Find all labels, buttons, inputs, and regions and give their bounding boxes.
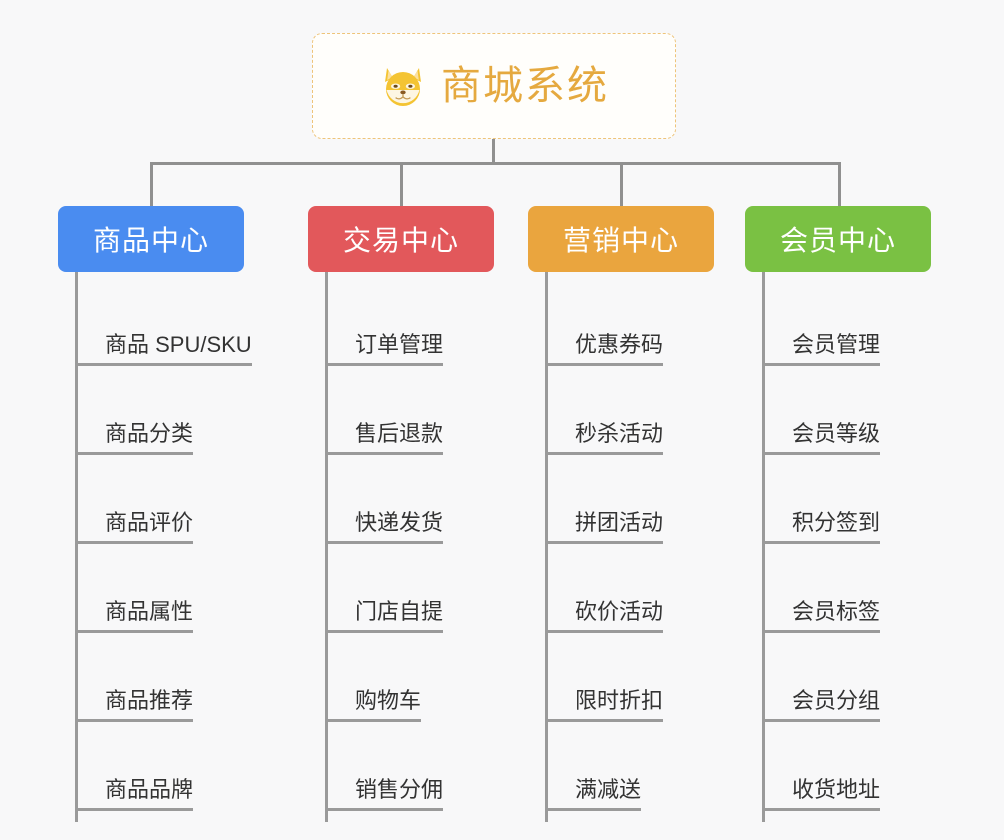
leaf-item-label: 门店自提	[325, 599, 444, 633]
column-spine-marketing-center	[545, 272, 548, 822]
leaf-item-label: 商品品牌	[75, 777, 194, 811]
category-header-trade-center[interactable]: 交易中心	[308, 206, 494, 272]
leaf-item-label: 秒杀活动	[545, 421, 664, 455]
category-header-label: 会员中心	[779, 225, 896, 256]
column-spine-product-center	[75, 272, 78, 822]
leaf-item[interactable]: 商品推荐	[75, 633, 194, 722]
connector-drop-marketing-center	[620, 162, 623, 208]
column-spine-member-center	[762, 272, 765, 822]
connector-drop-trade-center	[400, 162, 403, 208]
leaf-item[interactable]: 积分签到	[762, 455, 881, 544]
leaf-item-label: 商品 SPU/SKU	[75, 332, 252, 366]
leaf-item[interactable]: 优惠券码	[545, 277, 664, 366]
category-header-product-center[interactable]: 商品中心	[58, 206, 244, 272]
leaf-item[interactable]: 商品分类	[75, 366, 194, 455]
leaf-item-label: 满减送	[545, 777, 642, 811]
leaf-item[interactable]: 秒杀活动	[545, 366, 664, 455]
leaf-item-label: 会员等级	[762, 421, 881, 455]
shiba-dog-face-icon	[379, 62, 427, 110]
category-header-marketing-center[interactable]: 营销中心	[528, 206, 714, 272]
leaf-item-label: 商品分类	[75, 421, 194, 455]
connector-root-stem	[492, 139, 495, 164]
leaf-item-label: 售后退款	[325, 421, 444, 455]
category-header-label: 交易中心	[342, 225, 459, 256]
leaf-item[interactable]: 限时折扣	[545, 633, 664, 722]
leaf-item[interactable]: 会员分组	[762, 633, 881, 722]
leaf-item[interactable]: 快递发货	[325, 455, 444, 544]
leaf-item[interactable]: 商品属性	[75, 544, 194, 633]
leaf-item[interactable]: 会员管理	[762, 277, 881, 366]
connector-drop-member-center	[838, 162, 841, 208]
connector-horizontal-bus	[150, 162, 840, 165]
leaf-item-label: 拼团活动	[545, 510, 664, 544]
leaf-item-label: 购物车	[325, 688, 422, 722]
leaf-item-label: 积分签到	[762, 510, 881, 544]
leaf-item-label: 收货地址	[762, 777, 881, 811]
leaf-item[interactable]: 满减送	[545, 722, 642, 811]
leaf-item[interactable]: 门店自提	[325, 544, 444, 633]
column-spine-trade-center	[325, 272, 328, 822]
leaf-item-label: 订单管理	[325, 332, 444, 366]
leaf-item[interactable]: 商品评价	[75, 455, 194, 544]
leaf-item-label: 会员分组	[762, 688, 881, 722]
category-header-label: 商品中心	[92, 225, 209, 256]
leaf-item[interactable]: 售后退款	[325, 366, 444, 455]
category-header-label: 营销中心	[562, 225, 679, 256]
leaf-item[interactable]: 会员标签	[762, 544, 881, 633]
leaf-item-label: 商品推荐	[75, 688, 194, 722]
root-node-content: 商城系统	[379, 62, 609, 110]
leaf-item-label: 优惠券码	[545, 332, 664, 366]
leaf-item[interactable]: 砍价活动	[545, 544, 664, 633]
leaf-item-label: 限时折扣	[545, 688, 664, 722]
leaf-item-label: 快递发货	[325, 510, 444, 544]
leaf-item[interactable]: 商品 SPU/SKU	[75, 277, 252, 366]
leaf-item[interactable]: 销售分佣	[325, 722, 444, 811]
leaf-item[interactable]: 商品品牌	[75, 722, 194, 811]
leaf-item[interactable]: 购物车	[325, 633, 422, 722]
leaf-item-label: 砍价活动	[545, 599, 664, 633]
leaf-item-label: 商品属性	[75, 599, 194, 633]
leaf-item-label: 会员标签	[762, 599, 881, 633]
leaf-item-label: 会员管理	[762, 332, 881, 366]
connector-drop-product-center	[150, 162, 153, 208]
leaf-item[interactable]: 订单管理	[325, 277, 444, 366]
root-node[interactable]: 商城系统	[312, 33, 676, 139]
leaf-item[interactable]: 会员等级	[762, 366, 881, 455]
leaf-item[interactable]: 收货地址	[762, 722, 881, 811]
category-header-member-center[interactable]: 会员中心	[745, 206, 931, 272]
leaf-item-label: 销售分佣	[325, 777, 444, 811]
leaf-item[interactable]: 拼团活动	[545, 455, 664, 544]
leaf-item-label: 商品评价	[75, 510, 194, 544]
root-title: 商城系统	[441, 64, 609, 108]
